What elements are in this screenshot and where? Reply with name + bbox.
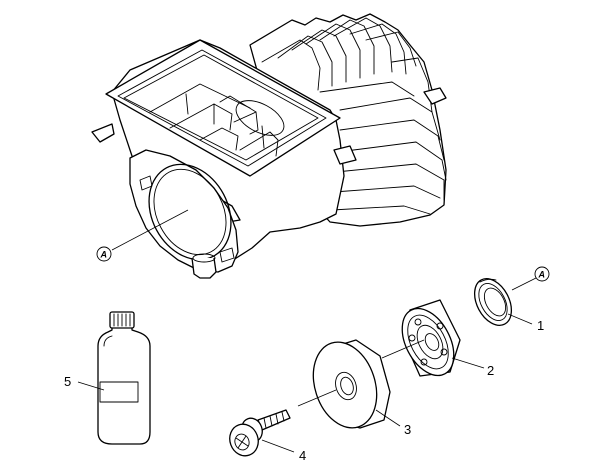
part-number-2: 2 [487, 363, 494, 378]
ring-marker-label: A [538, 270, 546, 280]
part-5-oil-bottle [97, 311, 151, 445]
part-number-1: 1 [537, 318, 544, 333]
pump-housing [91, 13, 447, 279]
housing-callout-a: A [96, 209, 189, 262]
part-1-ring [473, 278, 513, 326]
part-2-bearing [401, 299, 461, 377]
ring-callout-a: A [511, 266, 550, 291]
part-3-pulley [312, 339, 391, 429]
part-number-3: 3 [404, 422, 411, 437]
part-number-4: 4 [299, 448, 306, 463]
leader-lines [77, 313, 533, 453]
axis-line-pulley [297, 389, 337, 407]
axis-line-bearing [381, 339, 425, 359]
part-number-5: 5 [64, 374, 71, 389]
part-4-screw [229, 409, 291, 457]
housing-marker-label: A [100, 250, 108, 260]
